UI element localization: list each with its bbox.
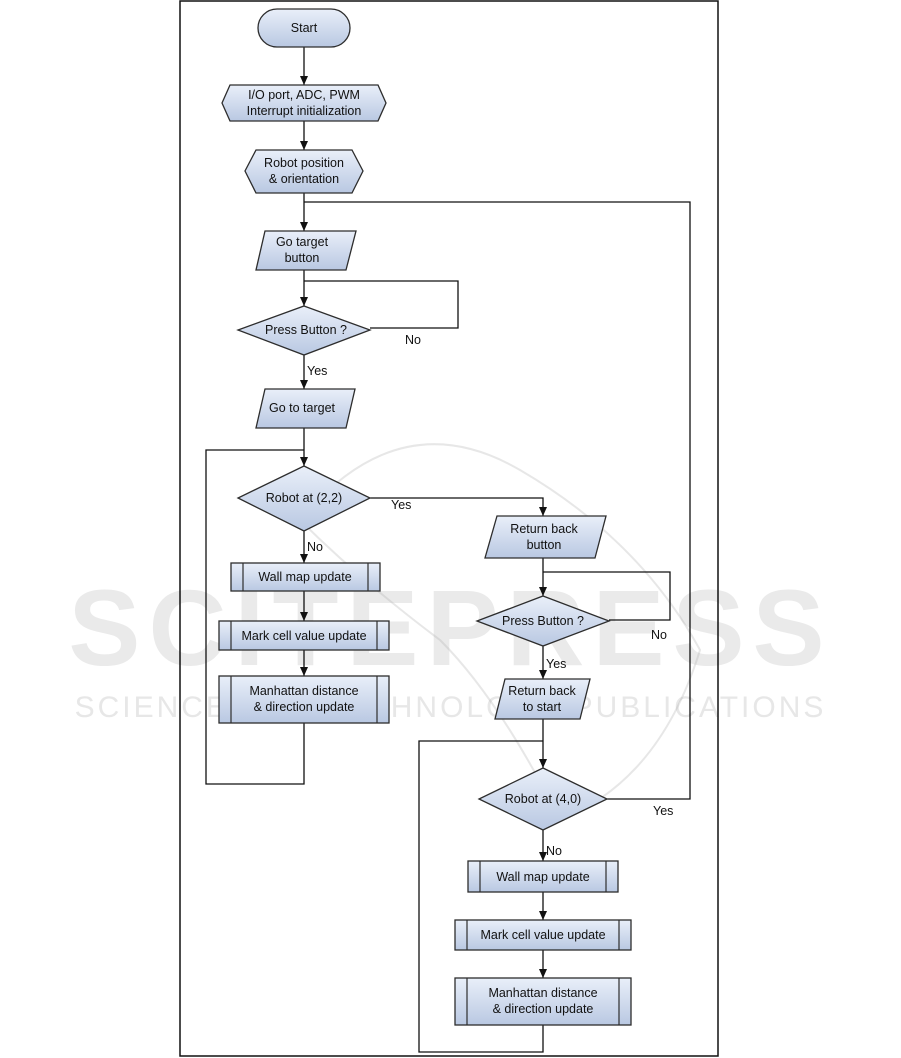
edge-robot22-yes	[370, 497, 547, 516]
figure-frame	[179, 0, 719, 1057]
wall-map-update-2-process	[467, 860, 619, 893]
return-back-to-start-input	[494, 678, 591, 720]
wall-map-update-1-process	[230, 562, 381, 592]
watermark-subtext: SCIENCE AND TECHNOLOGY PUBLICATIONS	[74, 691, 827, 724]
mark-cell-update-1-process	[218, 620, 390, 651]
return-back-button-input	[484, 515, 607, 559]
go-to-target-input	[255, 388, 356, 429]
edge-press1-no-loop	[304, 280, 459, 329]
edge-manhattan2-loop	[418, 740, 544, 1053]
manhattan-update-1-process	[218, 675, 390, 724]
mark-cell-update-2-process	[454, 919, 632, 951]
watermark-swoosh	[298, 443, 702, 822]
start-terminator	[257, 8, 351, 48]
robot-at-40-decision	[477, 767, 609, 831]
manhattan-update-2-process	[454, 977, 632, 1026]
press-button-1-decision	[236, 305, 372, 356]
edge-press2-no-loop	[543, 571, 671, 621]
robot-at-22-decision	[236, 465, 372, 532]
go-target-button-input	[255, 230, 357, 271]
press-button-2-decision	[475, 595, 611, 647]
edge-loop-40-yes	[304, 201, 691, 800]
watermark-text: SCITEPRESS	[68, 567, 833, 688]
init-preparation	[221, 84, 387, 122]
position-preparation	[244, 149, 364, 194]
edge-manhattan1-loop	[205, 449, 305, 785]
